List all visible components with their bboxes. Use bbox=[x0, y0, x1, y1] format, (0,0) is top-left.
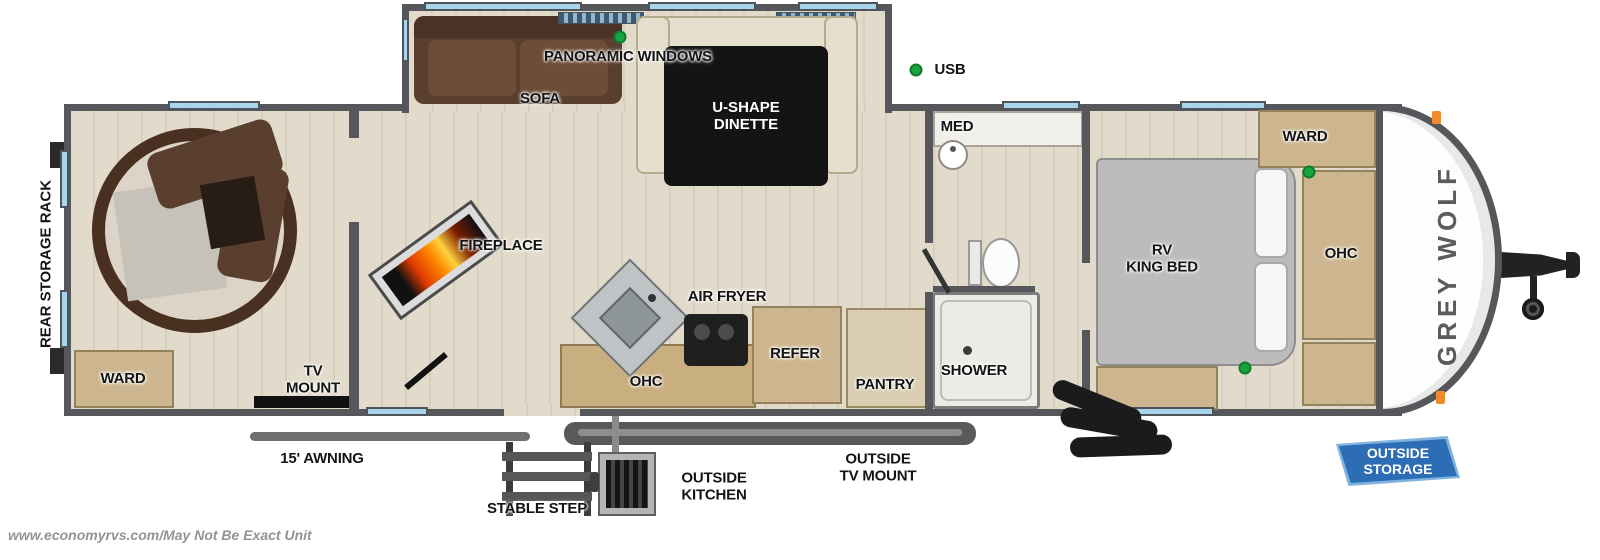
toilet-tank bbox=[968, 240, 982, 286]
awning-label: 15' AWNING bbox=[280, 449, 364, 467]
kitchen-ohc-label: OHC bbox=[629, 372, 663, 390]
usb-dot bbox=[909, 63, 923, 77]
bedroom-top-window bbox=[1180, 101, 1266, 110]
shower-inner bbox=[940, 300, 1032, 401]
stable-step-rung-3 bbox=[502, 492, 592, 501]
bath-divider-wall bbox=[933, 286, 1035, 292]
brand-logo: GREY WOLF bbox=[1432, 164, 1462, 366]
toilet-bowl bbox=[982, 238, 1020, 288]
panoramic-window-1 bbox=[424, 2, 582, 11]
bath-right-wall-bottom bbox=[1082, 330, 1090, 409]
panoramic-windows-label: PANORAMIC WINDOWS bbox=[544, 47, 712, 65]
outside-tv-mount-label: OUTSIDE TV MOUNT bbox=[839, 450, 917, 484]
bedroom-ward-dot bbox=[1302, 165, 1316, 179]
fireplace-label: FIREPLACE bbox=[459, 236, 543, 254]
garage-room bbox=[64, 104, 356, 416]
stable-step-rung-2 bbox=[502, 472, 592, 481]
panoramic-windows-dot bbox=[613, 30, 627, 44]
garage-passage-opening bbox=[344, 138, 366, 222]
sofa-cushion-right bbox=[520, 40, 608, 96]
garage-left-window-1 bbox=[60, 150, 69, 208]
garage-top-window bbox=[168, 101, 260, 110]
refrigerator bbox=[752, 306, 842, 404]
outside-storage-badge: OUTSIDE STORAGE bbox=[1336, 436, 1460, 486]
sofa-cushion-left bbox=[428, 40, 516, 96]
garage-left-window-2 bbox=[60, 290, 69, 348]
refer-label: REFER bbox=[770, 344, 820, 362]
sofa-label: SOFA bbox=[519, 89, 561, 107]
stable-step-rung-1 bbox=[502, 452, 592, 461]
dinette-table: U-SHAPE DINETTE bbox=[664, 46, 828, 186]
roof-vent-left bbox=[558, 12, 644, 24]
bedroom-floor-dot bbox=[1238, 361, 1252, 375]
hitch-jack-wheel bbox=[1522, 298, 1544, 320]
outside-storage-label: OUTSIDE STORAGE bbox=[1363, 444, 1433, 477]
rear-rack-stub-bottom bbox=[50, 348, 64, 374]
stove-burner-right bbox=[718, 324, 734, 340]
garage-tv-mount-bar bbox=[254, 396, 349, 408]
clearance-marker-bottom bbox=[1436, 391, 1445, 404]
bedroom-lower-cabinet bbox=[1302, 342, 1376, 406]
slideout-side-window bbox=[402, 18, 409, 62]
outside-kitchen-bracket bbox=[612, 416, 619, 456]
kitchen-faucet bbox=[648, 294, 656, 302]
garage-ward-cabinet bbox=[74, 350, 174, 408]
bath-right-wall-top bbox=[1082, 111, 1090, 263]
panoramic-window-3 bbox=[798, 2, 878, 11]
hitch-jack-stem bbox=[1530, 276, 1537, 302]
awning-bar bbox=[250, 432, 530, 441]
shower-pan bbox=[932, 292, 1040, 409]
garage-ward-label: WARD bbox=[100, 369, 146, 387]
bedroom-entry-step-3 bbox=[1069, 434, 1173, 458]
stove-burner-left bbox=[694, 324, 710, 340]
outside-kitchen-handle bbox=[590, 472, 599, 492]
bath-left-wall-top bbox=[925, 111, 933, 243]
outside-kitchen-grate bbox=[606, 460, 648, 508]
panoramic-window-2 bbox=[648, 2, 756, 11]
usb-label: USB bbox=[934, 60, 966, 78]
hitch-coupler bbox=[1566, 252, 1580, 278]
bath-sink bbox=[938, 140, 968, 170]
med-label: MED bbox=[940, 117, 974, 135]
king-bed-label: RV KING BED bbox=[1126, 241, 1198, 275]
bedroom-ward-label: WARD bbox=[1282, 127, 1328, 145]
bath-left-wall-bottom bbox=[925, 292, 933, 409]
air-fryer-label: AIR FRYER bbox=[687, 287, 767, 305]
dinette-cushion-right bbox=[824, 16, 858, 174]
shower-label: SHOWER bbox=[940, 361, 1008, 379]
bath-sink-faucet bbox=[950, 146, 956, 152]
outside-storage-badge-inner: OUTSIDE STORAGE bbox=[1339, 439, 1457, 483]
bedroom-ohc-label: OHC bbox=[1324, 244, 1358, 262]
stove bbox=[684, 314, 748, 366]
bed-pillow-bottom bbox=[1254, 262, 1288, 352]
outside-tv-mount-bar-rail bbox=[578, 429, 962, 436]
garage-table bbox=[199, 175, 266, 250]
bath-top-window bbox=[1002, 101, 1080, 110]
clearance-marker-top bbox=[1432, 111, 1441, 124]
rear-storage-rack-label: REAR STORAGE RACK bbox=[37, 179, 55, 349]
bedroom-ohc-cabinet bbox=[1302, 170, 1376, 340]
pantry-label: PANTRY bbox=[855, 375, 915, 393]
outside-kitchen-label: OUTSIDE KITCHEN bbox=[681, 469, 747, 503]
bedroom-ward-cabinet bbox=[1258, 110, 1376, 168]
watermark: www.economyrvs.com/May Not Be Exact Unit bbox=[8, 527, 312, 543]
garage-tv-mount-label: TV MOUNT bbox=[286, 362, 340, 396]
dinette-label: U-SHAPE DINETTE bbox=[712, 98, 780, 133]
living-bottom-window bbox=[366, 407, 428, 416]
shower-head bbox=[963, 346, 972, 355]
bed-pillow-top bbox=[1254, 168, 1288, 258]
stable-step-label: STABLE STEP bbox=[486, 499, 588, 517]
